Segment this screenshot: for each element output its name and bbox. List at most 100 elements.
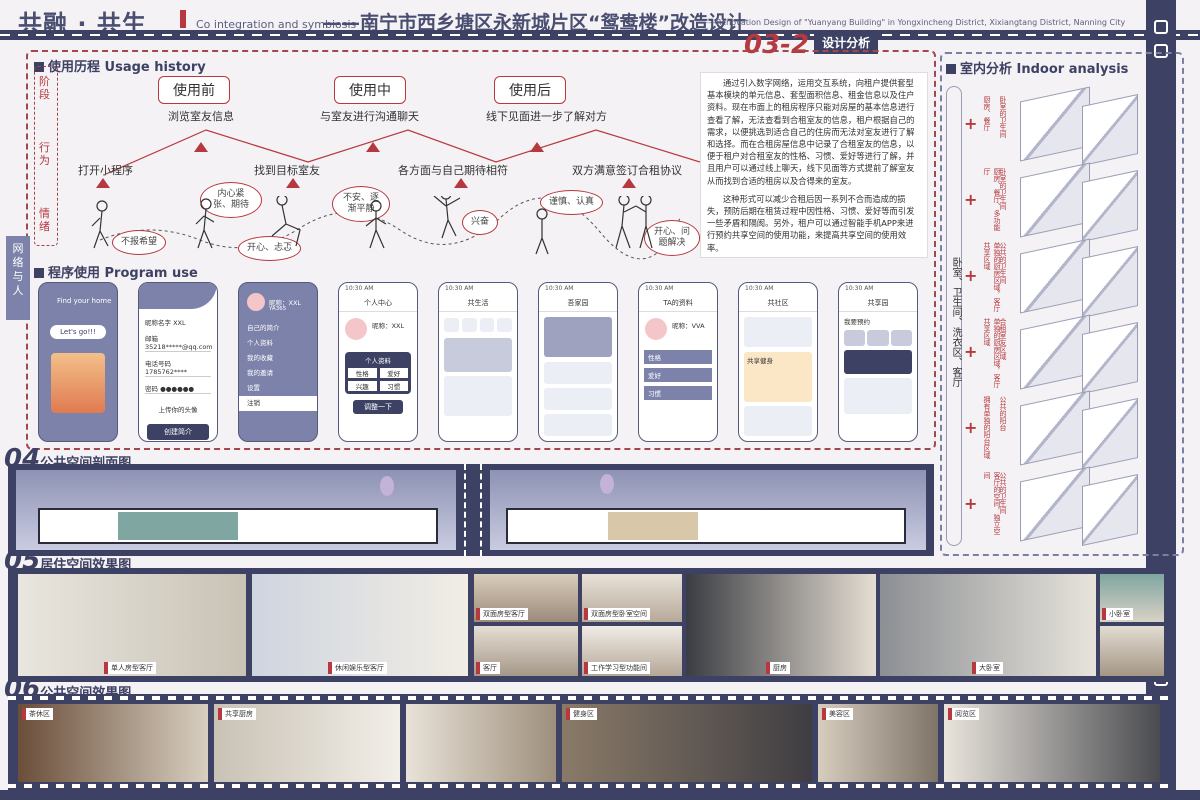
figure-silhouettes	[91, 196, 653, 255]
up-arrow-icon	[454, 178, 468, 188]
menu-item[interactable]: 注销	[239, 396, 317, 411]
floorplan-iso	[1082, 170, 1138, 242]
indoor-rows: + 厨房、餐厅 卧室的卫生间 + 厨房、餐厅、多功能厅 卧室的卫生间 + 单独的…	[964, 86, 1140, 546]
emotion-nervous: 内心紧张、期待	[200, 182, 262, 218]
floorplan-iso	[1082, 322, 1138, 394]
emotion-happy: 开心、忐忑	[238, 236, 302, 261]
phone-co-living: 10:30 AM 共生活	[438, 282, 518, 442]
avatar	[645, 318, 667, 340]
side-vertical-tab: 网络与人	[6, 236, 30, 320]
action-open-app: 打开小程序	[78, 164, 133, 177]
floorplan-iso	[1082, 398, 1138, 470]
menu-item[interactable]: 我的邀请	[247, 369, 273, 377]
trait-button[interactable]: 爱好	[379, 368, 408, 378]
phone-shared-garden: 10:30 AM 共享园 我要预约	[838, 282, 918, 442]
badge-text: 设计分析	[814, 31, 879, 54]
action-find: 找到目标室友	[254, 164, 320, 177]
up-arrow-icon	[286, 178, 300, 188]
floorplan-iso	[1082, 246, 1138, 318]
floorplan-iso	[1020, 466, 1090, 542]
public-render-strip: 茶休区 共享厨房 健身区 美容区 阅览区	[8, 694, 1168, 790]
usage-history-heading: 使用历程 Usage history	[34, 56, 206, 75]
section-badge: 03-2 设计分析	[744, 30, 879, 60]
row-label-column: 阶段 行为 情绪	[34, 66, 58, 246]
indoor-panel	[940, 52, 1184, 556]
project-title-cn: ——南宁市西乡塘区永新城片区“鸳鸯楼”改造设计	[322, 12, 746, 34]
render-scene: 小卧室	[1100, 574, 1164, 622]
up-arrow-icon	[622, 178, 636, 188]
avatar	[247, 293, 265, 311]
menu-item[interactable]: 我的收藏	[247, 354, 273, 362]
project-title-en: ——Renovation Design of "Yuanyang Buildin…	[700, 18, 1126, 27]
render-scene: 休闲娱乐型客厅	[252, 574, 468, 676]
render-scene: 单人房型客厅	[18, 574, 246, 676]
trait-button[interactable]: 习惯	[379, 381, 408, 391]
residential-render-strip: 单人房型客厅 休闲娱乐型客厅 双面房型客厅 双面房型卧室空间 客厅 工作学习型功…	[8, 568, 1168, 682]
phone-personal-center: 10:30 AM 个人中心 昵称：XXL 个人资料 性格 爱好 兴趣 习惯 调整…	[338, 282, 418, 442]
render-scene: 健身区	[562, 704, 812, 782]
render-scene	[406, 704, 556, 782]
render-scene: 共享厨房	[214, 704, 400, 782]
phone-their-profile: 10:30 AM TA的资料 昵称：VVA 性格 爱好 习惯	[638, 282, 718, 442]
bottom-film-bar	[0, 790, 1200, 800]
up-arrow-icon	[96, 178, 110, 188]
render-scene: 双面房型客厅	[474, 574, 578, 622]
emotion-solved: 开心、问题解决	[644, 220, 700, 256]
city-illustration	[51, 353, 105, 413]
description-text: 通过引入数字网络，运用交互系统，向租户提供套型基本模块的单元信息、套型面积信息、…	[700, 72, 928, 258]
render-scene: 美容区	[818, 704, 938, 782]
up-arrow-icon	[366, 142, 380, 152]
up-arrow-icon	[530, 142, 544, 152]
floorplan-iso	[1082, 474, 1138, 546]
adjust-button[interactable]: 调整一下	[353, 400, 403, 414]
menu-item[interactable]: 自己的简介	[247, 324, 280, 332]
render-scene: 厨房	[686, 574, 876, 676]
action-sign: 双方满意签订合租协议	[572, 164, 682, 177]
emotion-excited: 兴奋	[462, 210, 499, 235]
emotion-hopeless: 不报希望	[112, 230, 167, 255]
stage-before: 使用前	[158, 76, 230, 104]
menu-item[interactable]: 设置	[247, 384, 260, 392]
top-film-bar	[0, 30, 1200, 40]
emotion-careful: 谨慎、认真	[540, 190, 604, 215]
badge-number: 03-2	[744, 30, 810, 60]
render-scene: 大卧室	[880, 574, 1096, 676]
render-scene	[1100, 626, 1164, 676]
program-use-heading: 程序使用 Program use	[34, 262, 198, 281]
lets-go-button[interactable]: Let's go!!!	[50, 325, 106, 339]
floorplan-iso	[1020, 390, 1090, 466]
up-arrow-icon	[194, 142, 208, 152]
render-scene: 客厅	[474, 626, 578, 676]
indoor-vertical-label: 卧室、卫生间、洗衣区、客厅	[946, 86, 962, 546]
create-profile-button[interactable]: 创建简介	[147, 424, 209, 440]
stage-during: 使用中	[334, 76, 406, 104]
action-match: 各方面与自己期待相符	[398, 164, 508, 177]
splash-title: Find your home	[57, 297, 112, 305]
indoor-heading: 室内分析 Indoor analysis	[946, 58, 1128, 77]
floorplan-iso	[1020, 314, 1090, 390]
render-scene: 双面房型卧室空间	[582, 574, 682, 622]
menu-item[interactable]: 个人资料	[247, 339, 273, 347]
upload-avatar[interactable]: 上传你的头像	[158, 406, 198, 414]
phone-my-home: 10:30 AM 吾家园	[538, 282, 618, 442]
floorplan-iso	[1020, 162, 1090, 238]
floorplan-iso	[1020, 238, 1090, 314]
floorplan-iso	[1082, 94, 1138, 166]
render-scene: 茶休区	[18, 704, 208, 782]
avatar	[345, 318, 367, 340]
render-scene: 工作学习型功能间	[582, 626, 682, 676]
phone-community: 10:30 AM 共社区 共享健身	[738, 282, 818, 442]
trait-button[interactable]: 兴趣	[348, 381, 377, 391]
phone-register: 昵称名字 XXL 邮箱 35218*****@qq.com 电话号码 17857…	[138, 282, 218, 442]
action-browse: 浏览室友信息	[168, 110, 234, 123]
section-drawing-strip	[8, 464, 934, 556]
phone-splash: Find your home Let's go!!!	[38, 282, 118, 442]
phone-menu: 昵称：XXL YA365 自己的简介 个人资料 我的收藏 我的邀请 设置 注销	[238, 282, 318, 442]
title-accent-bar	[180, 10, 186, 28]
right-rail	[1146, 0, 1176, 800]
action-chat: 与室友进行沟通聊天	[320, 110, 419, 123]
render-scene: 阅览区	[944, 704, 1160, 782]
trait-button[interactable]: 性格	[348, 368, 377, 378]
stage-after: 使用后	[494, 76, 566, 104]
